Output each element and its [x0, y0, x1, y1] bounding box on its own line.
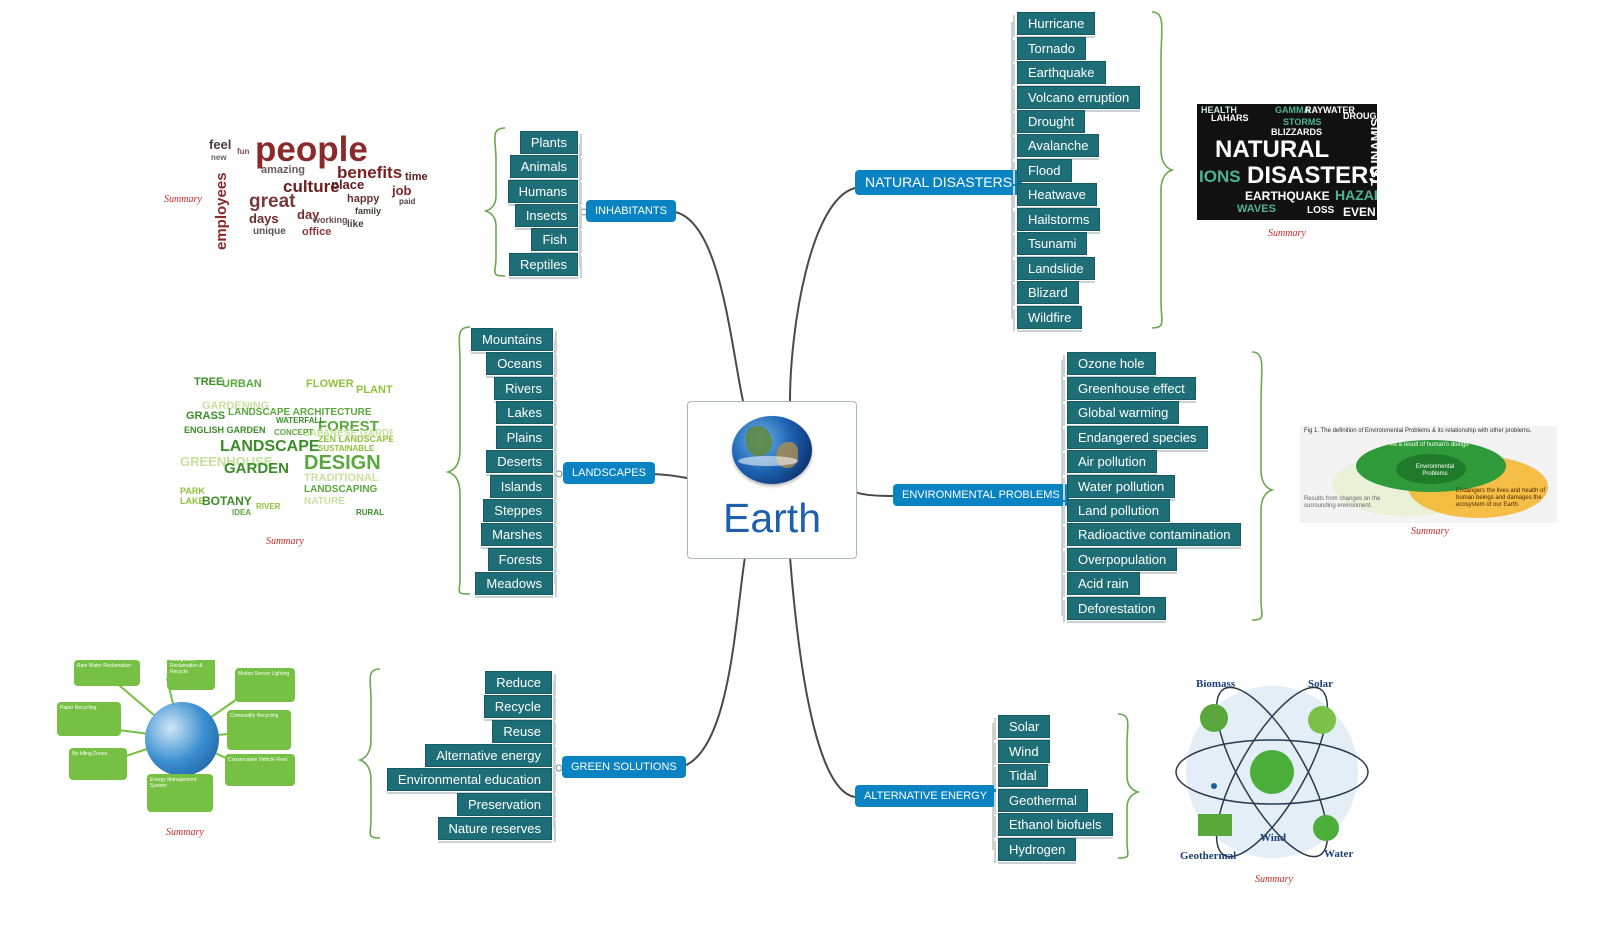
brace-natural-disasters	[1151, 11, 1175, 329]
earth-globe-icon	[732, 416, 812, 484]
topic-green-solutions[interactable]: GREEN SOLUTIONS	[562, 756, 686, 778]
brace-alternative-energy	[1117, 713, 1141, 859]
leaf-forests[interactable]: Forests	[487, 548, 558, 574]
leaf-tidal[interactable]: Tidal	[994, 764, 1048, 790]
leaf-animals[interactable]: Animals	[509, 155, 583, 181]
leaf-recycle[interactable]: Recycle	[483, 695, 557, 721]
branch-line-alternative-energy	[789, 556, 856, 798]
leaf-reduce[interactable]: Reduce	[485, 671, 556, 697]
leaf-marshes[interactable]: Marshes	[481, 523, 557, 549]
topic-natural-disasters[interactable]: NATURAL DISASTERS	[855, 170, 1023, 195]
leaf-rivers[interactable]: Rivers	[494, 377, 557, 403]
leaf-lakes[interactable]: Lakes	[496, 401, 557, 427]
topic-landscapes[interactable]: LANDSCAPES	[563, 462, 655, 484]
brace-inhabitants	[484, 127, 506, 277]
leaf-tornado[interactable]: Tornado	[1013, 37, 1086, 63]
summary-label-inhabitants[interactable]: Summary	[164, 194, 202, 205]
leaf-ozone-hole[interactable]: Ozone hole	[1063, 352, 1156, 378]
branch-line-green-solutions	[676, 556, 746, 769]
leaf-geothermal[interactable]: Geothermal	[994, 789, 1088, 815]
leaf-environmental-education[interactable]: Environmental education	[386, 768, 557, 794]
leaf-nature-reserves[interactable]: Nature reserves	[437, 817, 557, 843]
branch-line-natural-disasters	[789, 187, 856, 402]
leaf-blizard[interactable]: Blizard	[1013, 281, 1079, 307]
leaf-reuse[interactable]: Reuse	[492, 720, 556, 746]
leaf-acid-rain[interactable]: Acid rain	[1063, 572, 1140, 598]
summary-label-natural-disasters[interactable]: Summary	[1268, 228, 1306, 239]
brace-green-solutions	[357, 668, 381, 839]
leaf-earthquake[interactable]: Earthquake	[1013, 61, 1106, 87]
summary-label-alternative-energy[interactable]: Summary	[1255, 874, 1293, 885]
leaf-hailstorms[interactable]: Hailstorms	[1012, 208, 1101, 234]
leaf-meadows[interactable]: Meadows	[475, 572, 557, 598]
leaf-tsunami[interactable]: Tsunami	[1012, 232, 1088, 258]
leaf-deforestation[interactable]: Deforestation	[1062, 597, 1167, 623]
summary-label-landscapes[interactable]: Summary	[266, 536, 304, 547]
brace-environmental-problems	[1251, 351, 1275, 621]
leaf-islands[interactable]: Islands	[489, 475, 558, 501]
leaf-global-warming[interactable]: Global warming	[1062, 401, 1180, 427]
leaf-alternative-energy[interactable]: Alternative energy	[425, 744, 556, 770]
central-topic[interactable]: Earth	[687, 401, 857, 559]
leaf-deserts[interactable]: Deserts	[486, 450, 557, 476]
leaf-insects[interactable]: Insects	[514, 204, 583, 230]
landscape-word-cloud-image: TREE URBAN FLOWER PLANT GARDENING LANDSC…	[180, 375, 393, 520]
leaf-wind[interactable]: Wind	[994, 740, 1050, 766]
leaf-plains[interactable]: Plains	[495, 426, 558, 452]
people-word-cloud-image: people benefits culture great employees …	[209, 132, 447, 264]
leaf-avalanche[interactable]: Avalanche	[1012, 134, 1100, 160]
topic-environmental-problems[interactable]: ENVIRONMENTAL PROBLEMS	[893, 484, 1069, 506]
branch-line-inhabitants	[674, 211, 744, 402]
leaf-landslide[interactable]: Landslide	[1013, 257, 1095, 283]
leaf-endangered-species[interactable]: Endangered species	[1063, 426, 1208, 452]
leaf-overpopulation[interactable]: Overpopulation	[1062, 548, 1178, 574]
leaf-flood[interactable]: Flood	[1013, 159, 1072, 185]
leaf-preservation[interactable]: Preservation	[457, 793, 556, 819]
leaf-land-pollution[interactable]: Land pollution	[1063, 499, 1170, 525]
leaf-fish[interactable]: Fish	[531, 228, 582, 254]
topic-alternative-energy[interactable]: ALTERNATIVE ENERGY	[855, 785, 997, 807]
leaf-air-pollution[interactable]: Air pollution	[1063, 450, 1157, 476]
leaf-plants[interactable]: Plants	[519, 131, 583, 157]
leaf-steppes[interactable]: Steppes	[483, 499, 557, 525]
environmental-problems-diagram-image: Fig 1. The definition of Environmental P…	[1300, 426, 1557, 523]
brace-landscapes	[445, 326, 471, 595]
summary-label-environmental-problems[interactable]: Summary	[1411, 526, 1449, 537]
alternative-energy-diagram-image: Biomass Solar Geothermal Wind Water	[1172, 680, 1372, 872]
branch-line-environmental-problems	[854, 491, 894, 497]
summary-label-green-solutions[interactable]: Summary	[166, 827, 204, 838]
leaf-solar[interactable]: Solar	[993, 715, 1051, 741]
central-topic-title: Earth	[723, 495, 821, 541]
leaf-mountains[interactable]: Mountains	[471, 328, 557, 354]
leaf-humans[interactable]: Humans	[507, 180, 583, 206]
green-solutions-diagram-image: Rain Water Reclamation Refrigerant Recla…	[57, 660, 313, 832]
leaf-radioactive-contamination[interactable]: Radioactive contamination	[1062, 523, 1242, 549]
leaf-hydrogen[interactable]: Hydrogen	[993, 838, 1077, 864]
topic-inhabitants[interactable]: INHABITANTS	[586, 200, 676, 222]
leaf-wildfire[interactable]: Wildfire	[1012, 306, 1083, 332]
leaf-ethanol-biofuels[interactable]: Ethanol biofuels	[994, 813, 1113, 839]
leaf-hurricane[interactable]: Hurricane	[1012, 12, 1096, 38]
leaf-oceans[interactable]: Oceans	[486, 352, 557, 378]
leaf-heatwave[interactable]: Heatwave	[1013, 183, 1097, 209]
natural-disasters-word-cloud-image: HEALTH LAHARS GAMMA RAY WATER DROUGHT ST…	[1197, 104, 1377, 220]
leaf-drought[interactable]: Drought	[1012, 110, 1086, 136]
leaf-volcano-erruption[interactable]: Volcano erruption	[1012, 86, 1141, 112]
leaf-water-pollution[interactable]: Water pollution	[1062, 475, 1176, 501]
leaf-greenhouse-effect[interactable]: Greenhouse effect	[1063, 377, 1196, 403]
leaf-reptiles[interactable]: Reptiles	[509, 253, 582, 279]
